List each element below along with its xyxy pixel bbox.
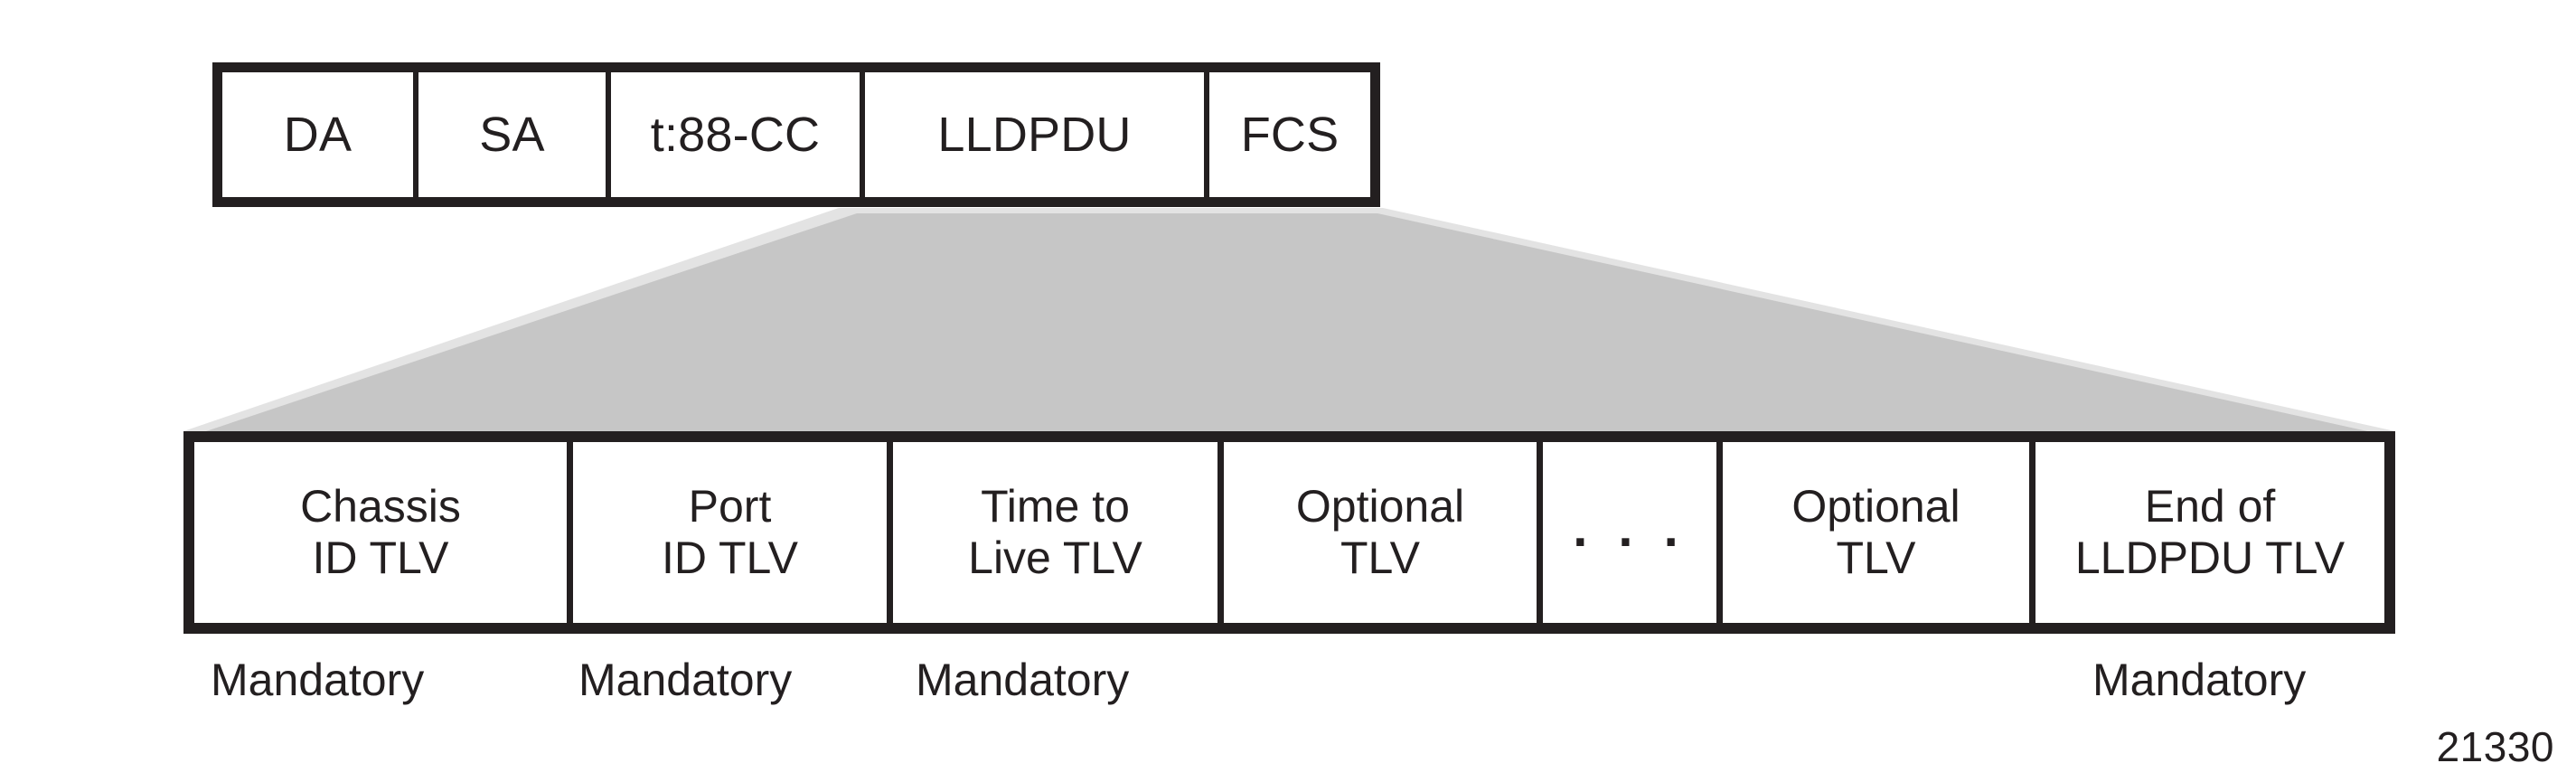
tlv-cell-optional-last: Optional TLV [1723, 442, 2035, 623]
frame-cell-label: LLDPDU [937, 107, 1132, 162]
frame-cell-ethertype: t:88-CC [611, 72, 865, 197]
frame-cell-sa: SA [418, 72, 611, 197]
frame-cell-label: t:88-CC [650, 107, 821, 162]
mandatory-label-time-to-live: Mandatory [916, 655, 1130, 705]
tlv-cell-optional-first: Optional TLV [1224, 442, 1543, 623]
tlv-cell-ellipsis: . . . [1543, 442, 1723, 623]
tlv-cell-label: Port ID TLV [662, 481, 798, 583]
mandatory-label-chassis-id: Mandatory [211, 655, 425, 705]
expansion-highlight-edge [183, 208, 2395, 431]
frame-cell-label: SA [479, 107, 545, 162]
lldpdu-tlv-frame: Chassis ID TLV Port ID TLV Time to Live … [183, 431, 2395, 634]
mandatory-label-end-of-lldpdu: Mandatory [2092, 655, 2307, 705]
tlv-cell-label: Chassis ID TLV [300, 481, 461, 583]
tlv-cell-label: Optional TLV [1295, 481, 1465, 583]
ellipsis-icon: . . . [1573, 498, 1687, 558]
ethernet-frame: DA SA t:88-CC LLDPDU FCS [212, 62, 1380, 207]
expansion-fill [193, 213, 2388, 436]
frame-cell-lldpdu: LLDPDU [865, 72, 1209, 197]
frame-cell-fcs: FCS [1209, 72, 1370, 197]
tlv-cell-label: Time to Live TLV [968, 481, 1142, 583]
tlv-cell-label: End of LLDPDU TLV [2074, 481, 2346, 583]
frame-cell-da: DA [222, 72, 418, 197]
frame-cell-label: FCS [1240, 107, 1340, 162]
figure-number: 21330 [2436, 723, 2554, 770]
mandatory-label-port-id: Mandatory [578, 655, 793, 705]
tlv-cell-end-of-lldpdu: End of LLDPDU TLV [2035, 442, 2384, 623]
frame-cell-label: DA [283, 107, 353, 162]
tlv-cell-label: Optional TLV [1791, 481, 1960, 583]
tlv-cell-port-id: Port ID TLV [573, 442, 893, 623]
tlv-cell-chassis-id: Chassis ID TLV [194, 442, 573, 623]
tlv-cell-time-to-live: Time to Live TLV [893, 442, 1224, 623]
